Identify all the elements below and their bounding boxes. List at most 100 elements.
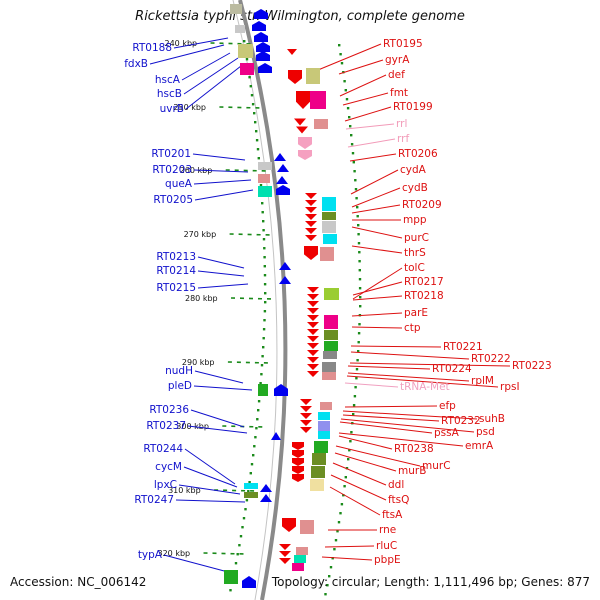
gene-label-rt0195: RT0195 [383, 38, 423, 50]
scale-dot [353, 170, 356, 173]
cog-box [318, 412, 330, 420]
cog-box [318, 421, 330, 431]
leader-line-purc [351, 226, 403, 239]
scale-dot [262, 346, 265, 349]
cog-box [318, 431, 330, 439]
forward-arrow [307, 329, 319, 335]
gene-label-emra: emrA [465, 440, 494, 452]
scale-dot [261, 211, 264, 214]
forward-arrow [288, 70, 302, 84]
scale-dot [352, 413, 355, 416]
forward-arrow [300, 399, 312, 405]
reverse-arrow [260, 484, 272, 492]
scale-dot [262, 337, 265, 340]
gene-label-rt0221: RT0221 [443, 341, 483, 353]
forward-arrow [305, 228, 317, 234]
leader-line-rt0199 [344, 106, 392, 122]
forward-arrow [307, 322, 319, 328]
scale-dot [251, 103, 255, 106]
kbp-tick [214, 489, 257, 492]
scale-dot [340, 503, 344, 506]
cog-box [314, 441, 328, 453]
scale-dot [357, 242, 361, 245]
scale-dot [357, 332, 361, 335]
forward-arrow [307, 315, 319, 321]
leader-line-emra [338, 432, 464, 447]
gene-boxes [224, 4, 339, 584]
gene-label-rt0213: RT0213 [156, 251, 196, 263]
kbp-label-310-kbp: 310 kbp [168, 486, 201, 495]
scale-dot [336, 530, 339, 533]
kbp-tick [210, 42, 253, 45]
leader-line-rt0222 [350, 351, 470, 360]
genome-summary: Topology: circular; Length: 1,111,496 bp… [271, 575, 590, 589]
reverse-arrow [277, 164, 289, 172]
gene-label-suhb: suhB [479, 413, 505, 425]
cog-box [323, 351, 337, 359]
scale-dot [355, 377, 358, 380]
reverse-arrow [276, 176, 288, 184]
scale-dot [253, 112, 256, 115]
reverse-arrow [256, 42, 270, 52]
scale-dot [358, 278, 362, 281]
reverse-arrow [260, 494, 272, 502]
scale-dot [355, 197, 358, 200]
leader-line-thrs [351, 245, 403, 254]
scale-dot [263, 283, 267, 286]
scale-dot [256, 148, 260, 151]
gene-label-ddl: ddl [388, 479, 404, 491]
forward-arrow [300, 406, 312, 412]
gene-label-rt0236: RT0236 [149, 404, 189, 416]
cog-box [322, 221, 336, 233]
scale-dot [254, 121, 257, 124]
gene-label-murc: murC [422, 460, 451, 472]
scale-dot [243, 40, 246, 43]
leader-line-hscb [183, 57, 239, 95]
leader-line-rt0214 [197, 270, 245, 277]
gene-label-uvrb: uvrB [160, 103, 184, 115]
reverse-arrow [258, 63, 272, 73]
scale-dot [344, 89, 347, 92]
gene-label-rt0222: RT0222 [471, 353, 511, 365]
cog-box [224, 570, 238, 584]
scale-dot [261, 355, 264, 358]
kbp-label-240-kbp: 240 kbp [165, 39, 198, 48]
scale-dot [239, 535, 243, 538]
gene-label-hscb: hscB [157, 88, 182, 100]
scale-dot [255, 130, 258, 133]
cog-box [311, 466, 325, 478]
kbp-tick [229, 233, 272, 236]
scale-dot [352, 404, 356, 407]
cog-box [244, 483, 258, 489]
scale-dot [333, 548, 336, 551]
leader-line-efp [344, 405, 438, 408]
leader-line-rt0215 [197, 283, 249, 289]
scale-dot [329, 566, 333, 569]
cog-box [320, 402, 332, 410]
gene-label-rt0215: RT0215 [156, 282, 196, 294]
leader-line-rt0195 [317, 43, 382, 71]
scale-dot [331, 557, 334, 560]
scale-dot [337, 521, 341, 524]
scale-dot [262, 220, 265, 223]
reverse-arrow [242, 576, 256, 588]
gene-label-rpsi: rpsI [500, 381, 520, 393]
cog-box [300, 520, 314, 534]
forward-arrow [300, 420, 312, 426]
leader-line-rt0218 [352, 295, 403, 301]
reverse-arrow [279, 262, 291, 270]
leader-line-rt0221 [350, 345, 442, 348]
leader-line-quea [193, 179, 252, 185]
leader-line-rt0247 [175, 499, 246, 503]
leader-line-tolc [352, 267, 403, 300]
gene-label-pbpe: pbpE [374, 554, 401, 566]
scale-dot [352, 161, 355, 164]
gene-label-rt0232: RT0232 [441, 415, 481, 427]
gene-label-lpxc: lpxC [154, 479, 177, 491]
cog-box [323, 234, 337, 244]
gene-label-rluc: rluC [376, 540, 397, 552]
kbp-tick [225, 169, 268, 172]
gene-label-pled: pleD [168, 380, 192, 392]
rrna-arrow [298, 150, 312, 160]
leader-line-rt0224 [347, 365, 431, 370]
